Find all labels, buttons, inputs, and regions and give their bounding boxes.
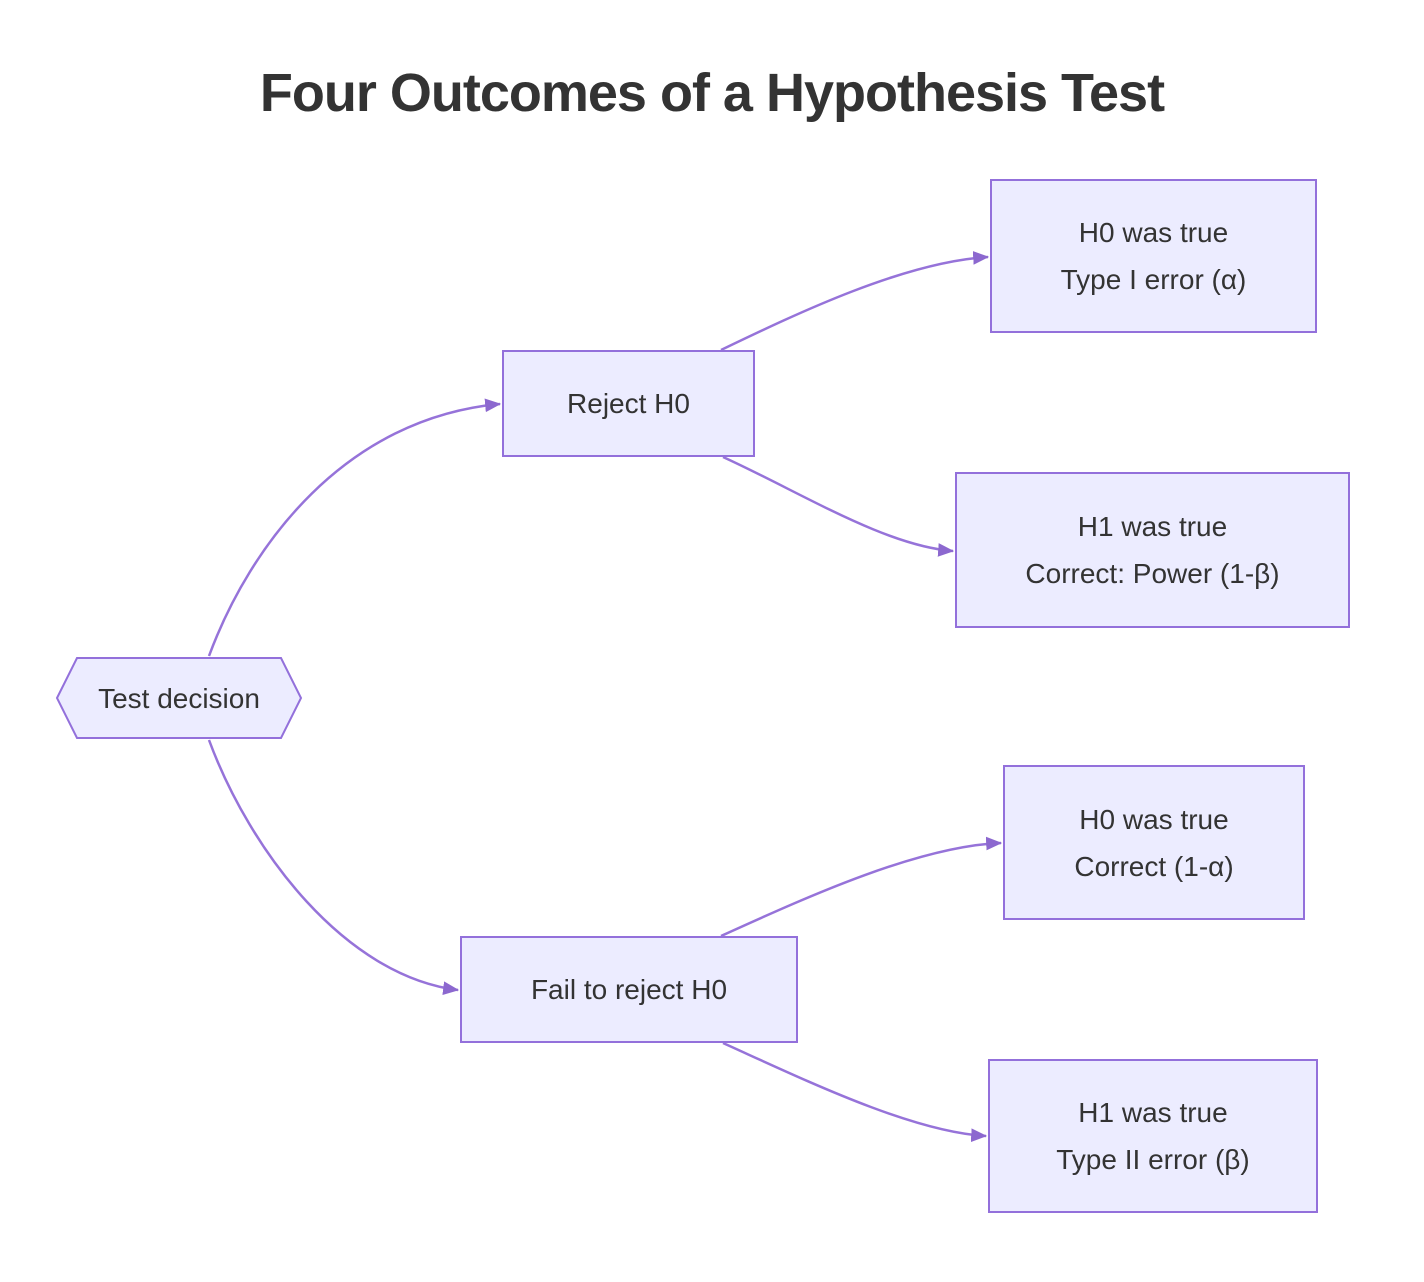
test-decision-hexagon-shape — [55, 657, 303, 739]
node-outcome-correct-power: H1 was true Correct: Power (1-β) — [955, 472, 1350, 628]
node-reject-h0: Reject H0 — [502, 350, 755, 457]
outcome-line: Correct: Power (1-β) — [1025, 558, 1280, 589]
node-outcome-type1-error: H0 was true Type I error (α) — [990, 179, 1317, 333]
diagram-title: Four Outcomes of a Hypothesis Test — [259, 63, 1165, 123]
outcome-line: Type II error (β) — [1056, 1144, 1250, 1175]
node-outcome-correct: H0 was true Correct (1-α) — [1003, 765, 1305, 920]
outcome-line: H0 was true — [1078, 217, 1229, 248]
node-fail-to-reject-h0-label: Fail to reject H0 — [530, 974, 728, 1005]
node-fail-to-reject-h0: Fail to reject H0 — [460, 936, 798, 1043]
edge-fail-to-correct — [720, 836, 1003, 938]
outcome-line: H0 was true — [1079, 803, 1229, 835]
outcome-line: Type I error (α) — [1060, 264, 1247, 295]
outcome-line: H1 was true — [1078, 1097, 1228, 1128]
node-reject-h0-label: Reject H0 — [567, 388, 690, 419]
edge-reject-to-type1 — [720, 251, 990, 352]
node-test-decision-label: Test decision — [98, 682, 260, 714]
edge-test-to-reject — [207, 398, 502, 657]
edge-reject-to-power — [722, 455, 955, 557]
outcome-line: H1 was true — [1077, 511, 1228, 542]
node-outcome-type2-error: H1 was true Type II error (β) — [988, 1059, 1318, 1213]
edge-fail-to-type2 — [722, 1041, 988, 1143]
node-test-decision: Test decision — [57, 658, 301, 738]
outcome-line: Correct (1-α) — [1074, 850, 1234, 882]
edge-test-to-fail — [207, 739, 460, 995]
